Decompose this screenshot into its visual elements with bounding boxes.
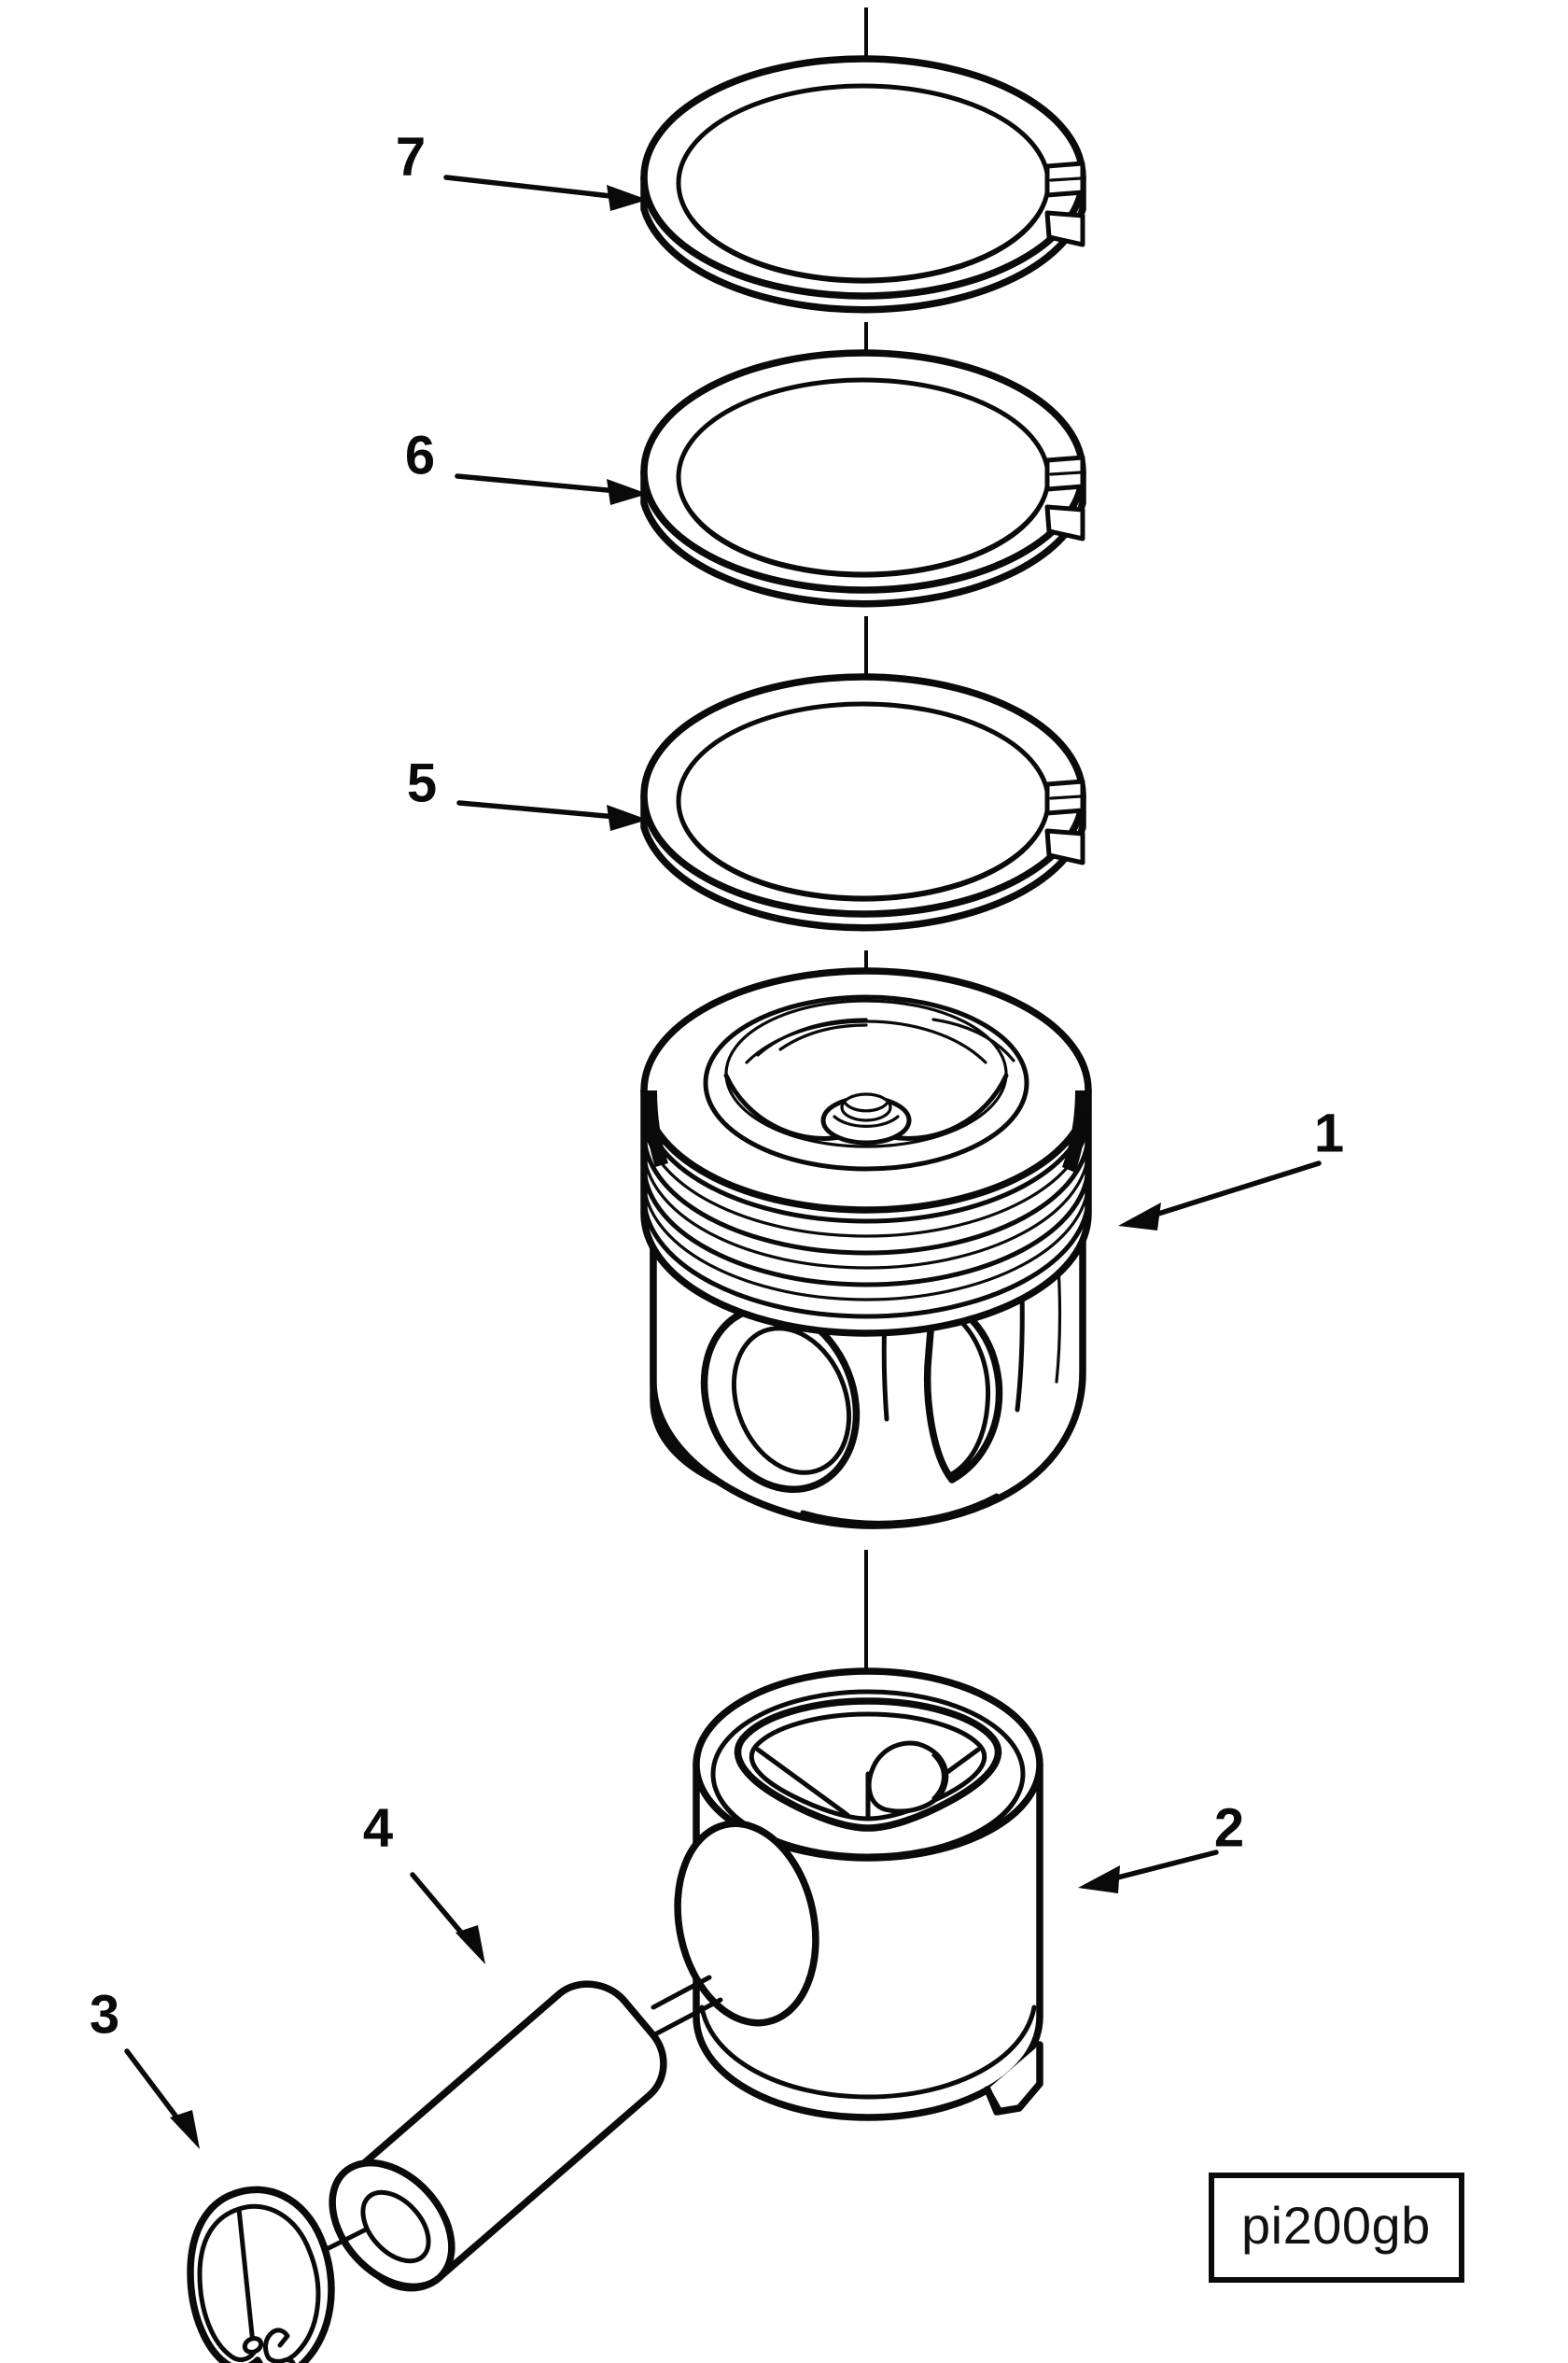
figure-tag-box bbox=[1209, 2173, 1464, 2283]
callout-5-arrowhead bbox=[607, 805, 648, 831]
callout-6-leader bbox=[455, 473, 630, 495]
callout-2-arrowhead bbox=[1078, 1865, 1120, 1893]
callout-4-arrowhead bbox=[455, 1925, 485, 1964]
callout-7-label: 7 bbox=[396, 126, 426, 187]
callout-3: 3 bbox=[90, 1984, 200, 2149]
part-6-second-compression-ring bbox=[640, 349, 1086, 608]
callout-2: 2 bbox=[1078, 1797, 1244, 1893]
callout-1: 1 bbox=[1118, 1103, 1344, 1231]
callout-6: 6 bbox=[405, 425, 648, 505]
callout-3-arrowhead bbox=[170, 2110, 200, 2149]
part-1-piston-crown bbox=[640, 967, 1092, 1529]
callout-6-label: 6 bbox=[405, 425, 435, 485]
figure-tag: pi200gb bbox=[1209, 2173, 1464, 2283]
callout-1-leader bbox=[1138, 1160, 1322, 1222]
callout-1-label: 1 bbox=[1314, 1103, 1344, 1163]
part-5-oil-control-ring bbox=[640, 673, 1086, 932]
figure-tag-text: pi200gb bbox=[1241, 2196, 1431, 2255]
callout-1-arrowhead bbox=[1118, 1203, 1161, 1231]
callout-7-arrowhead bbox=[607, 185, 648, 211]
callout-5-label: 5 bbox=[407, 753, 437, 813]
callout-4: 4 bbox=[363, 1797, 485, 1964]
part-3-retaining-snap-ring bbox=[187, 2186, 369, 2363]
callout-4-label: 4 bbox=[363, 1797, 393, 1858]
callout-5-leader bbox=[456, 800, 630, 821]
part-4-piston-pin bbox=[329, 1980, 723, 2292]
part-7-top-compression-ring bbox=[640, 55, 1086, 314]
part-2-piston-skirt bbox=[651, 1667, 1043, 2121]
callout-6-arrowhead bbox=[607, 479, 648, 505]
callout-2-label: 2 bbox=[1214, 1797, 1244, 1858]
callout-3-label: 3 bbox=[90, 1984, 119, 2045]
callout-5: 5 bbox=[407, 753, 648, 831]
callout-7: 7 bbox=[396, 126, 648, 211]
callout-7-leader bbox=[443, 175, 630, 201]
